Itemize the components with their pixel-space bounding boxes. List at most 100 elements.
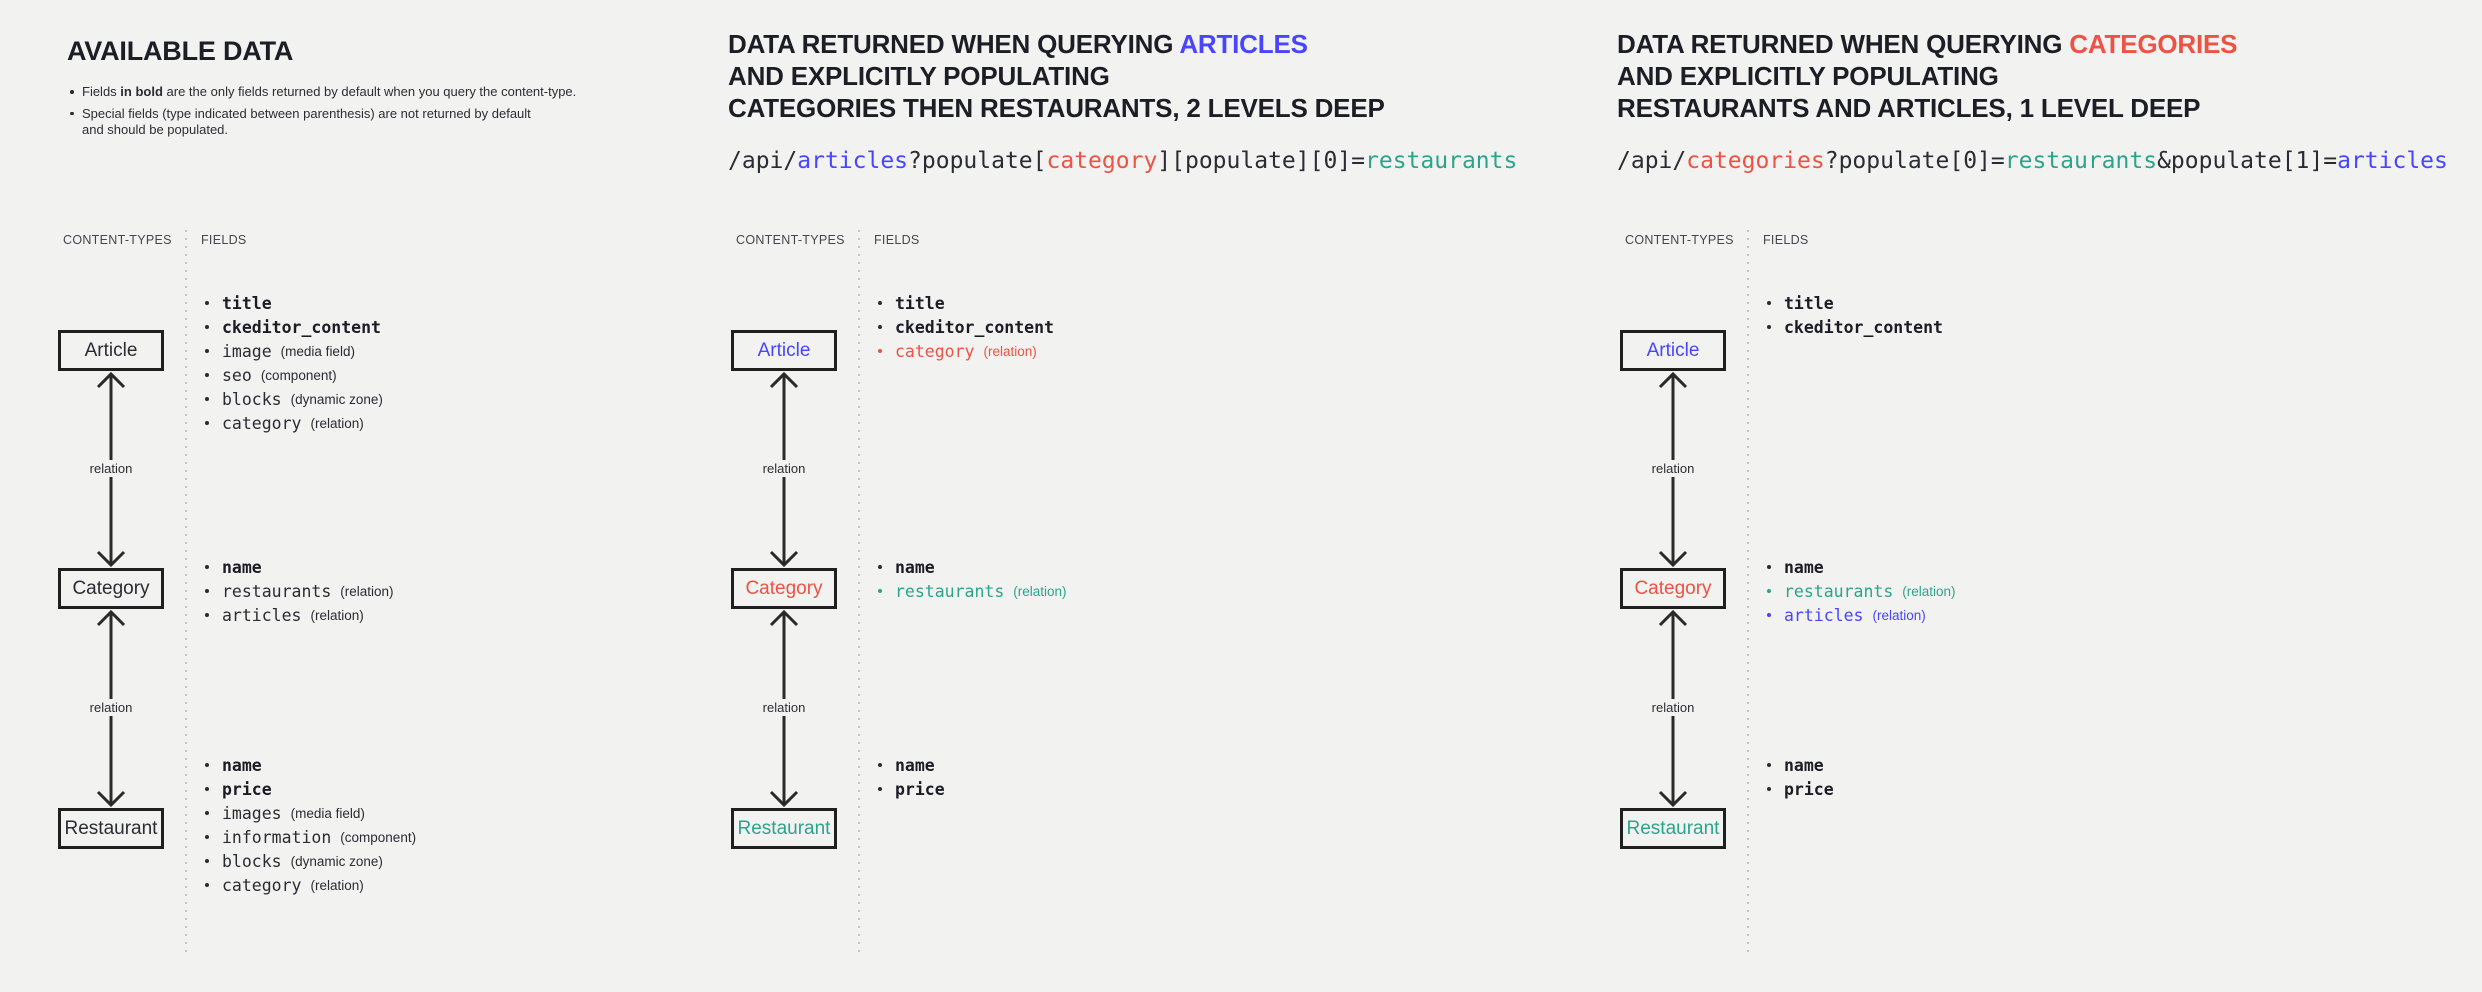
code-segment: categories — [1686, 148, 1825, 174]
field-row: price — [878, 777, 945, 801]
content-type-box-category: Category — [731, 568, 837, 609]
bullet-dot-icon — [205, 421, 209, 425]
field-type: (relation) — [310, 877, 364, 893]
field-row: restaurants(relation) — [205, 579, 394, 603]
bullet-dot-icon — [205, 835, 209, 839]
bullet-dot-icon — [205, 397, 209, 401]
column-available-data: AVAILABLE DATA Fields in bold are the onl… — [55, 0, 920, 992]
bullet-dot-icon — [878, 565, 882, 569]
content-type-box-article: Article — [58, 330, 164, 371]
code-segment: articles — [2337, 148, 2448, 174]
heading-segment: RESTAURANTS AND ARTICLES, 1 LEVEL DEEP — [1617, 93, 2201, 123]
field-name: price — [895, 779, 945, 799]
bullet-dot-icon — [1767, 763, 1771, 767]
field-type: (dynamic zone) — [290, 391, 383, 407]
bullet-dot-icon — [1767, 565, 1771, 569]
field-name: ckeditor_content — [1784, 317, 1943, 337]
fields-list: title ckeditor_content — [1767, 291, 1943, 339]
section-title: AVAILABLE DATA — [67, 36, 294, 66]
field-type: (component) — [260, 367, 337, 383]
field-name: category — [222, 875, 302, 895]
field-row: title — [878, 291, 1054, 315]
field-name: name — [1784, 755, 1824, 775]
content-type-label: Category — [1634, 578, 1712, 599]
field-row: category (relation) — [205, 873, 416, 897]
field-row: name — [205, 753, 416, 777]
bullet-dot-icon — [1767, 301, 1771, 305]
field-name: restaurants — [895, 581, 1005, 601]
content-type-label: Article — [1646, 340, 1700, 361]
field-name: blocks — [222, 851, 282, 871]
field-type: (relation) — [983, 343, 1037, 359]
field-name: name — [895, 557, 935, 577]
content-type-box-article: Article — [1620, 330, 1726, 371]
heading-segment: CATEGORIES — [2069, 29, 2238, 59]
field-row: name — [878, 555, 1067, 579]
field-row: restaurants (relation) — [1767, 579, 1956, 603]
note-text: are the only fields returned by default … — [162, 84, 577, 99]
bullet-dot-icon — [205, 349, 209, 353]
code-segment: restaurants — [2004, 148, 2158, 174]
field-name: title — [1784, 293, 1834, 313]
field-row: images(media field) — [205, 801, 416, 825]
field-name: image — [222, 341, 272, 361]
field-name: name — [222, 755, 262, 775]
bullet-dot-icon — [205, 883, 209, 887]
heading-segment: DATA RETURNED WHEN QUERYING — [728, 29, 1180, 59]
field-row: category (relation) — [878, 339, 1054, 363]
fields-header: FIELDS — [201, 233, 247, 247]
field-row: price — [205, 777, 416, 801]
field-row: name — [205, 555, 394, 579]
field-type: (relation) — [1902, 583, 1956, 599]
content-types-header: CONTENT-TYPES — [736, 233, 845, 247]
relation-label: relation — [83, 459, 139, 477]
notes-list: Fields in bold are the only fields retur… — [67, 84, 707, 144]
field-row: price — [1767, 777, 1834, 801]
code-segment: /api/ — [1617, 148, 1687, 174]
bullet-dot-icon — [205, 325, 209, 329]
field-name: ckeditor_content — [895, 317, 1054, 337]
content-type-label: Category — [72, 578, 150, 599]
code-segment: &populate[1]= — [2157, 148, 2338, 174]
content-type-label: Restaurant — [737, 818, 831, 839]
api-query-code: /api/categories?populate[0]=restaurants&… — [1617, 148, 2448, 174]
code-segment: ?populate[0]= — [1824, 148, 2005, 174]
field-type: (relation) — [340, 583, 394, 599]
content-type-box-category: Category — [58, 568, 164, 609]
field-name: name — [1784, 557, 1824, 577]
bullet-dot-icon — [205, 859, 209, 863]
bullet-dot-icon — [878, 763, 882, 767]
heading-line: AND EXPLICITLY POPULATING — [728, 60, 1385, 92]
field-row: ckeditor_content — [205, 315, 383, 339]
content-type-box-restaurant: Restaurant — [1620, 808, 1726, 849]
field-name: category — [895, 341, 975, 361]
bullet-dot-icon — [1767, 325, 1771, 329]
field-name: price — [1784, 779, 1834, 799]
relation-label: relation — [83, 698, 139, 716]
field-name: ckeditor_content — [222, 317, 381, 337]
content-type-label: Restaurant — [64, 818, 158, 839]
field-row: name — [1767, 753, 1834, 777]
heading-segment: AND EXPLICITLY POPULATING — [728, 61, 1110, 91]
content-type-box-restaurant: Restaurant — [58, 808, 164, 849]
content-type-label: Article — [84, 340, 138, 361]
field-row: name — [878, 753, 945, 777]
bullet-dot-icon — [205, 787, 209, 791]
field-name: price — [222, 779, 272, 799]
code-segment: category — [1046, 148, 1158, 174]
bullet-dot-icon — [205, 565, 209, 569]
bullet-dot-icon — [205, 811, 209, 815]
field-name: articles — [222, 605, 302, 625]
field-name: articles — [1784, 605, 1864, 625]
heading-line: RESTAURANTS AND ARTICLES, 1 LEVEL DEEP — [1617, 92, 2237, 124]
field-row: title — [1767, 291, 1943, 315]
field-name: information — [222, 827, 332, 847]
bullet-dot-icon — [205, 301, 209, 305]
field-name: restaurants — [1784, 581, 1894, 601]
bullet-dot-icon — [1767, 613, 1771, 617]
